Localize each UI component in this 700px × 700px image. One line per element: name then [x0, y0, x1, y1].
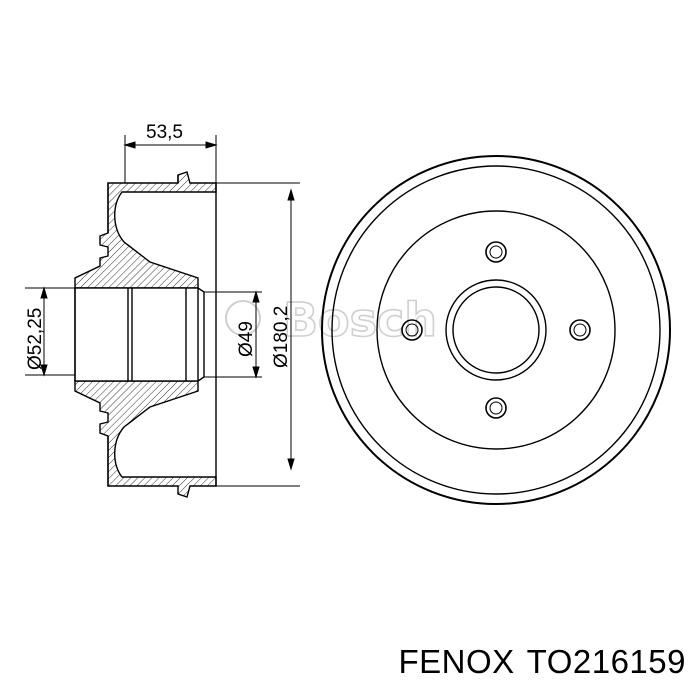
product-caption: FENOX TO216159	[398, 643, 686, 681]
dim-label-hub-bore: Ø52,25	[25, 308, 46, 370]
drum-section-view	[74, 171, 217, 498]
dim-label-centering-bore: Ø49	[236, 321, 257, 357]
dimension-centering-bore	[204, 290, 262, 379]
section-bottom-profile	[74, 380, 217, 498]
dim-label-drum-width: 53,5	[146, 122, 183, 143]
bolt-hole-right	[569, 319, 591, 341]
dimension-drum-width	[123, 135, 218, 183]
brand-name: FENOX	[398, 643, 515, 680]
dim-label-drum-diameter: Ø180,2	[271, 306, 292, 368]
part-number: TO216159	[526, 643, 686, 680]
bolt-hole-left	[401, 319, 423, 341]
drum-front-view	[321, 155, 671, 505]
bolt-hole-top	[485, 241, 507, 263]
dimension-hub-bore	[25, 286, 75, 377]
section-top-profile	[74, 171, 217, 289]
bolt-hole-bottom	[485, 397, 507, 419]
dimension-drum-diameter	[216, 182, 300, 487]
